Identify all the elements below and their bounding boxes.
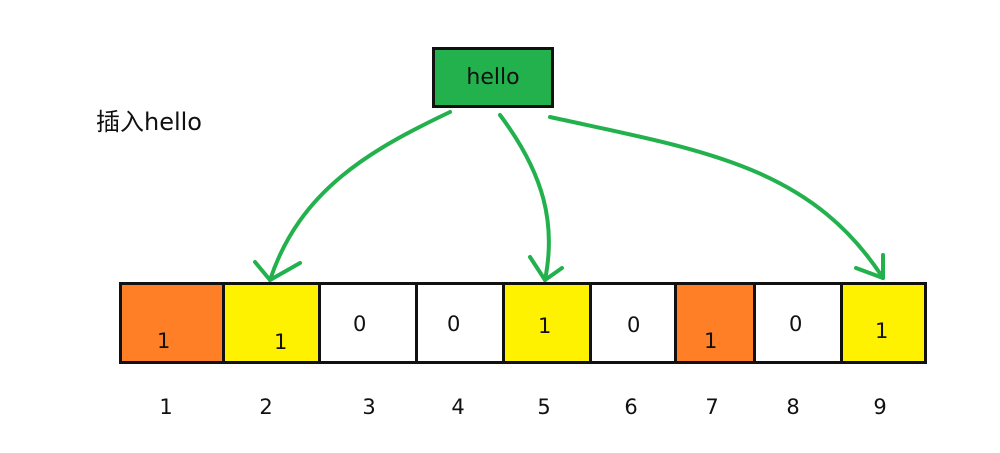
caption: 插入hello [96,108,202,136]
bit-cell-6: 0 [589,282,677,364]
bit-index-7: 7 [705,395,719,419]
bit-value: 0 [627,313,641,337]
bit-cell-9: 1 [840,282,927,364]
bit-value: 1 [704,329,718,353]
bit-value: 0 [789,312,803,336]
arrow-to-bit-9 [548,115,885,280]
bit-index-1: 1 [159,395,173,419]
bit-index-6: 6 [624,395,638,419]
bit-cell-2: 1 [222,282,321,364]
bit-value: 0 [447,312,461,336]
key-label: hello [466,65,520,90]
bit-value: 1 [157,329,171,353]
bit-index-5: 5 [537,395,551,419]
bit-cell-1: 1 [119,282,225,364]
bit-cell-5: 1 [502,282,592,364]
bit-value: 1 [538,314,552,338]
bit-index-4: 4 [451,395,465,419]
bit-index-8: 8 [786,395,800,419]
bit-index-3: 3 [362,395,376,419]
bit-cell-8: 0 [753,282,843,364]
bit-value: 1 [274,330,288,354]
arrow-to-bit-2 [253,110,452,282]
bit-index-9: 9 [873,395,887,419]
key-box: hello [432,47,554,108]
bit-index-2: 2 [259,395,273,419]
arrow-to-bit-5 [498,113,564,282]
bit-cell-4: 0 [415,282,505,364]
bit-value: 1 [875,319,889,343]
bit-value: 0 [353,312,367,336]
bit-cell-3: 0 [318,282,418,364]
bit-cell-7: 1 [674,282,756,364]
